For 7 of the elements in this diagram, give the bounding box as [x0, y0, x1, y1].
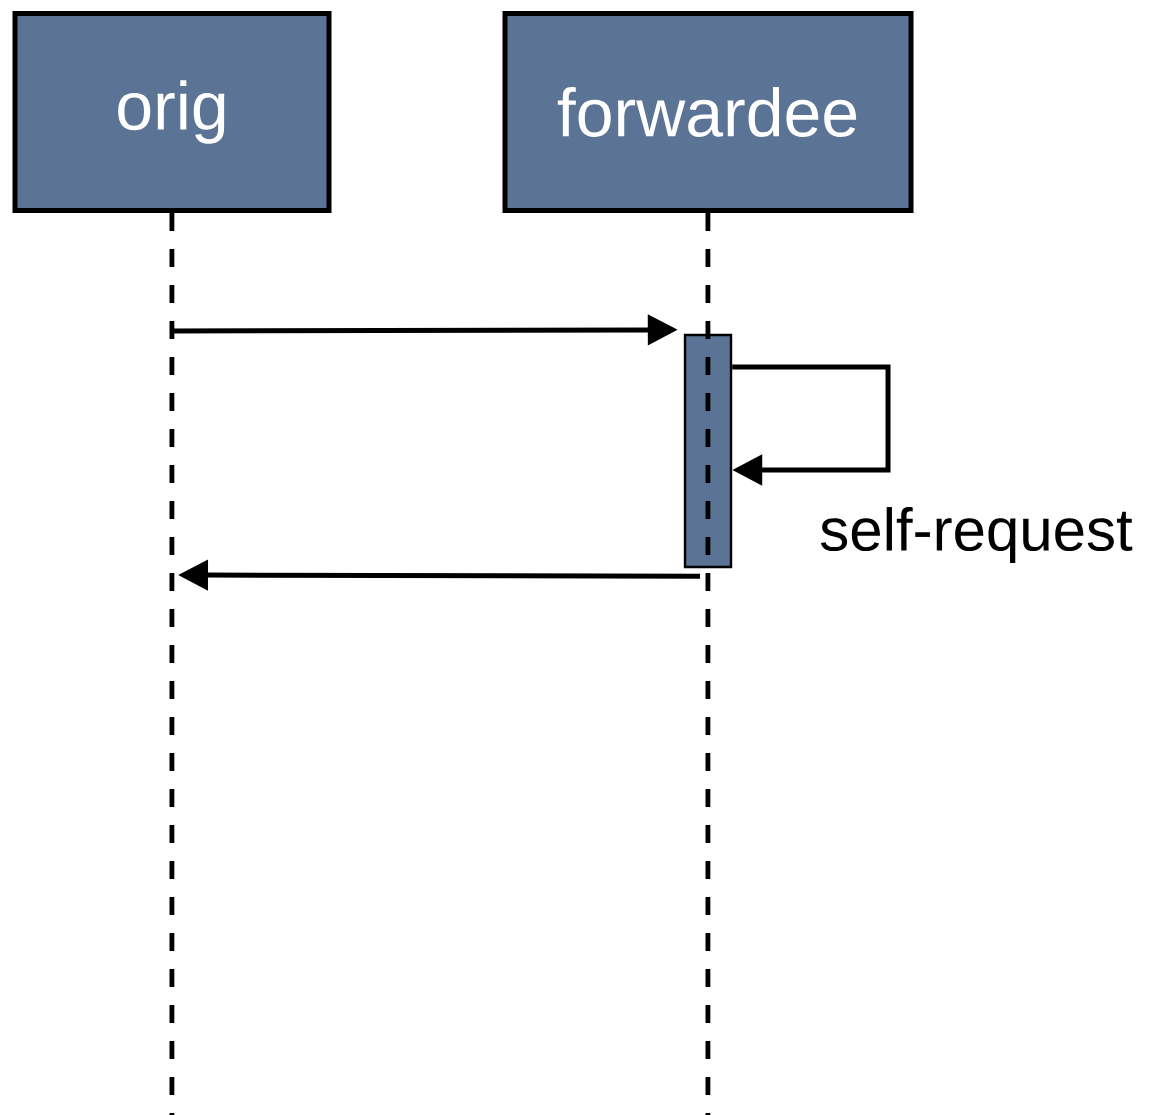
self-call-arrow	[732, 364, 891, 486]
lifeline	[169, 213, 175, 1115]
participant-box: forwardee	[502, 11, 914, 213]
lifeline	[705, 213, 711, 1115]
participant-box: orig	[12, 11, 332, 213]
activation-bar	[683, 333, 733, 569]
edge-label: self-request	[817, 505, 1135, 565]
